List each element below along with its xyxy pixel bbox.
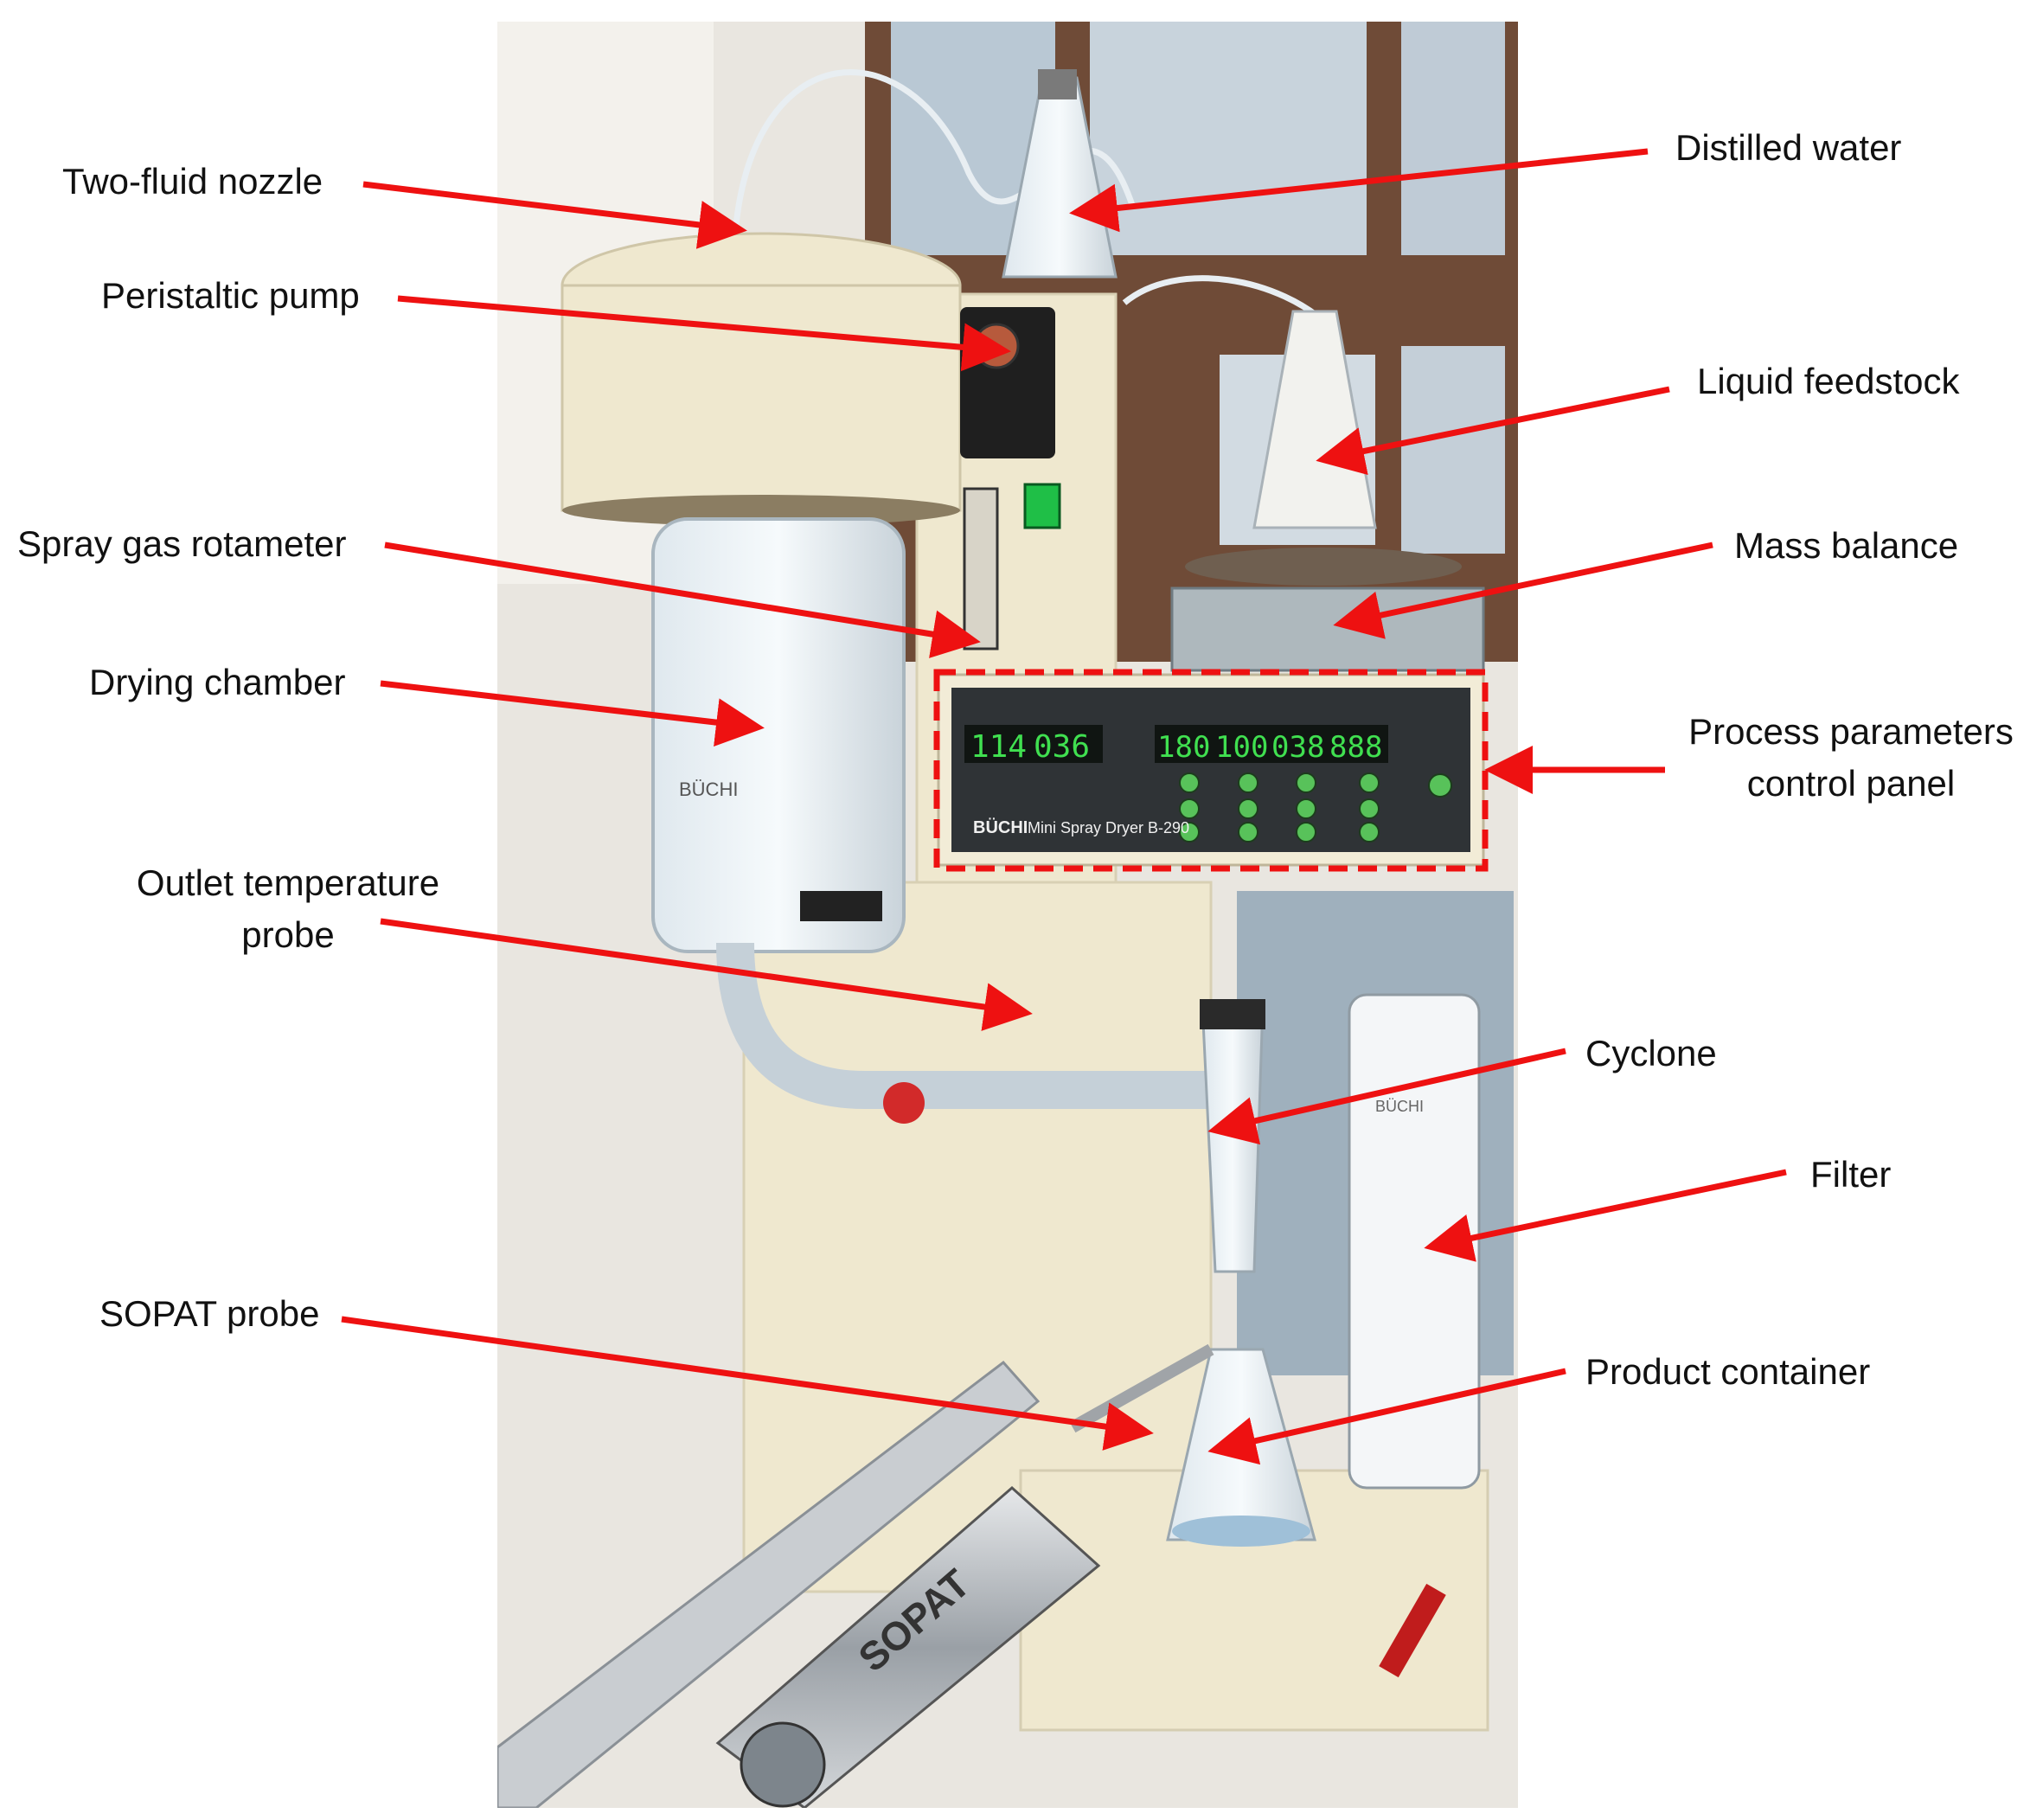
arrow-peristaltic-pump: [397, 295, 1011, 372]
arrow-outlet-temperature-probe: [380, 918, 1033, 1031]
arrow-two-fluid-nozzle: [362, 181, 747, 249]
display-pump-setting: 038: [1271, 730, 1324, 765]
arrow-sopat-probe: [341, 1316, 1154, 1451]
balance-plate: [1185, 548, 1462, 586]
label-outlet-probe-line2: probe: [241, 914, 334, 955]
display-actual: [964, 725, 1103, 763]
top-margin: [497, 0, 1518, 22]
flask-stopper: [1038, 69, 1077, 99]
drying-chamber-band: [800, 891, 882, 921]
label-control-panel-line2: control panel: [1747, 763, 1956, 804]
arrow-distilled-water: [1069, 148, 1649, 233]
label-peristaltic-pump: Peristaltic pump: [101, 275, 360, 316]
arrow-liquid-feedstock: [1316, 386, 1670, 476]
panel-button: [1179, 798, 1200, 819]
display-inlet-setting: 180: [1157, 730, 1210, 765]
sopat-probe-rod: [1069, 1343, 1214, 1433]
arrow-mass-balance: [1333, 542, 1713, 639]
arrow-spray-gas-rotameter: [384, 542, 981, 658]
label-filter: Filter: [1810, 1154, 1891, 1195]
panel-button: [1359, 798, 1380, 819]
label-outlet-probe-line1: Outlet temperature: [137, 862, 439, 903]
panel-button: [1238, 772, 1258, 793]
control-panel-highlight: [933, 669, 1489, 872]
label-drying-chamber: Drying chamber: [89, 662, 345, 702]
photo: BÜCHI 114 036 180 100 038 888: [496, 22, 1518, 1810]
panel-button: [1296, 798, 1316, 819]
filter-cylinder: [1348, 993, 1481, 1490]
panel-button: [1238, 822, 1258, 843]
panel-button: [1359, 822, 1380, 843]
display-nozzle-setting: 888: [1329, 730, 1382, 765]
panel-button: [1296, 772, 1316, 793]
filter-logo: BÜCHI: [1375, 1098, 1424, 1115]
arrow-cyclone: [1207, 1048, 1566, 1145]
panel-button: [1296, 822, 1316, 843]
label-two-fluid-nozzle: Two-fluid nozzle: [62, 161, 323, 202]
right-margin: [1518, 0, 2043, 1820]
chamber-outlet-pipe: [716, 942, 1211, 1109]
label-product-container: Product container: [1585, 1351, 1870, 1392]
power-switch: [1023, 483, 1061, 529]
control-panel-face: [951, 688, 1470, 852]
panel-button: [1359, 772, 1380, 793]
display-settings: [1155, 725, 1388, 763]
product-liquid: [1172, 1516, 1310, 1547]
display-inlet-actual: 114: [970, 729, 1027, 765]
drying-chamber-glass: [651, 517, 906, 953]
label-control-panel-line1: Process parameters: [1688, 711, 2014, 752]
arrow-filter: [1424, 1169, 1787, 1262]
window-pane-top-right: [1090, 22, 1367, 255]
red-cap: [883, 1082, 925, 1124]
panel-button: [1179, 822, 1200, 843]
window-pane-mid-right: [1401, 346, 1505, 554]
display-aspirator-setting: 100: [1215, 730, 1268, 765]
screwdriver: [1379, 1583, 1446, 1678]
panel-button: [1238, 798, 1258, 819]
panel-button: [1179, 772, 1200, 793]
window-pane-top-far: [1401, 22, 1505, 255]
arrow-product-container: [1207, 1368, 1566, 1465]
panel-model: Mini Spray Dryer B-290: [1028, 819, 1189, 836]
label-liquid-feedstock: Liquid feedstock: [1697, 361, 1961, 401]
label-distilled-water: Distilled water: [1675, 127, 1901, 168]
label-cyclone: Cyclone: [1585, 1033, 1717, 1073]
display-outlet-actual: 036: [1034, 729, 1090, 765]
label-sopat-probe: SOPAT probe: [99, 1293, 319, 1334]
left-margin: [0, 0, 497, 1820]
rotameter-tube: [963, 487, 999, 650]
sopat-connector: [740, 1721, 826, 1808]
control-buttons: [1179, 772, 1452, 843]
annotation-labels: Two-fluid nozzle Peristaltic pump Spray …: [17, 127, 2014, 1392]
annotation-arrows: [341, 148, 1787, 1465]
label-mass-balance: Mass balance: [1734, 525, 1958, 566]
panel-brand: BÜCHI: [973, 817, 1028, 837]
chamber-logo: BÜCHI: [679, 779, 738, 800]
bottom-margin: [497, 1808, 1518, 1820]
cyclone-cap: [1200, 999, 1265, 1029]
label-spray-gas-rotameter: Spray gas rotameter: [17, 523, 347, 564]
arrow-drying-chamber: [380, 680, 765, 747]
panel-button: [1428, 773, 1452, 798]
